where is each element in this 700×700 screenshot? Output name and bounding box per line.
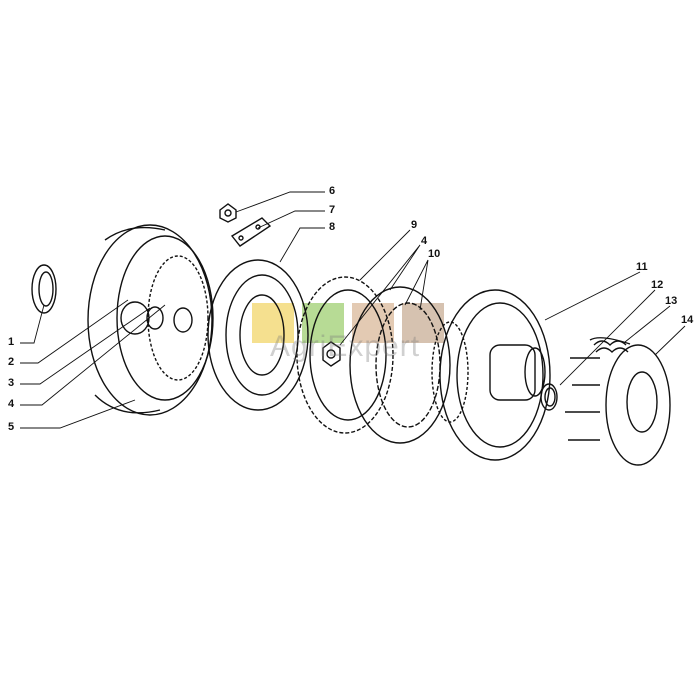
callout-10: 10 bbox=[428, 248, 441, 260]
wheelbarrow-icon bbox=[302, 303, 344, 343]
callout-2: 2 bbox=[8, 356, 15, 368]
callout-4: 4 bbox=[8, 398, 15, 410]
callout-6: 6 bbox=[329, 185, 336, 197]
nut-6 bbox=[219, 203, 237, 223]
callout-7: 7 bbox=[329, 204, 336, 216]
callout-13: 13 bbox=[665, 295, 678, 307]
clutch-disc bbox=[349, 286, 451, 444]
callout-3: 3 bbox=[8, 377, 15, 389]
callout-14: 14 bbox=[681, 314, 694, 326]
tools-icon bbox=[352, 303, 394, 343]
watermark-text: AgriExpert bbox=[270, 330, 421, 363]
clutch-hub bbox=[431, 289, 551, 461]
callout-11: 11 bbox=[636, 261, 648, 273]
friction-disc bbox=[296, 276, 394, 434]
tractor-icon bbox=[252, 303, 294, 343]
leader-lines bbox=[20, 191, 686, 429]
seal-ring bbox=[31, 264, 57, 314]
springs bbox=[589, 337, 631, 353]
pressure-plate bbox=[207, 259, 309, 411]
flange bbox=[565, 344, 671, 466]
callout-12: 12 bbox=[651, 279, 664, 291]
callout-4b: 4 bbox=[421, 235, 428, 247]
snap-ring bbox=[540, 383, 558, 411]
callout-1: 1 bbox=[8, 336, 15, 348]
clutch-drum bbox=[87, 224, 214, 416]
callout-8: 8 bbox=[329, 221, 336, 233]
callout-5: 5 bbox=[8, 421, 15, 433]
lock-plate-7 bbox=[230, 217, 272, 247]
callout-9: 9 bbox=[411, 219, 418, 231]
